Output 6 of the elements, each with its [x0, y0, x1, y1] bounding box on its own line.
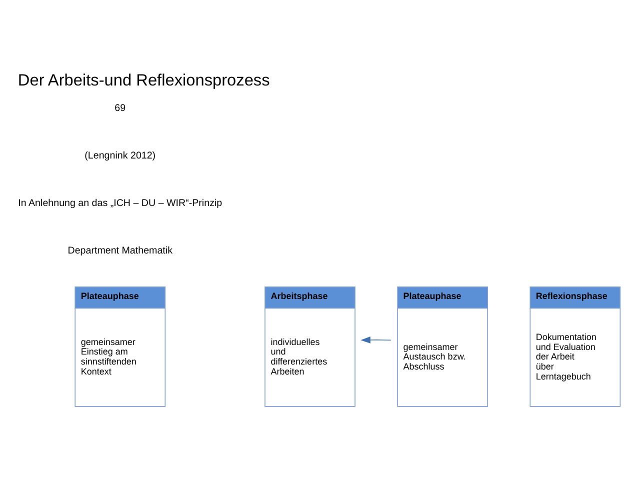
- label: Department Mathematik: [68, 245, 172, 256]
- diagram-title: Der Arbeits-und Reflexionsprozess: [18, 72, 270, 90]
- label: 69: [114, 103, 126, 114]
- arrow: [360, 336, 392, 344]
- label: In Anlehnung an das „ICH – DU – WIR“-Prinzip: [18, 198, 222, 210]
- label: (Lengnink 2012): [84, 150, 156, 162]
